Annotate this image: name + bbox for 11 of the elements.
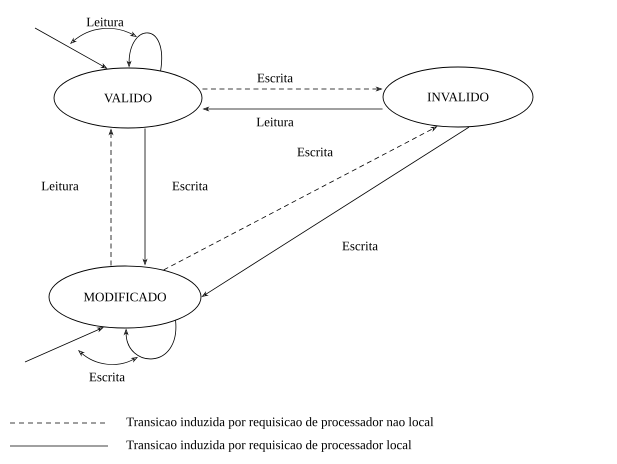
edge-label: Escrita — [256, 72, 294, 84]
edge-label: Leitura — [255, 116, 295, 128]
legend-text: Transicao induzida por requisicao de processador nao local — [126, 417, 434, 429]
legend-text: Transicao induzida por requisicao de processador local — [126, 440, 412, 452]
edge-label: Leitura — [85, 16, 125, 28]
edge-label: Leitura — [40, 180, 80, 192]
edge-label: Escrita — [88, 372, 126, 382]
arrow — [124, 320, 176, 360]
edge-label: Escrita — [170, 180, 210, 192]
edge-label: Escrita — [296, 146, 334, 158]
edge-label: Escrita — [340, 240, 380, 252]
